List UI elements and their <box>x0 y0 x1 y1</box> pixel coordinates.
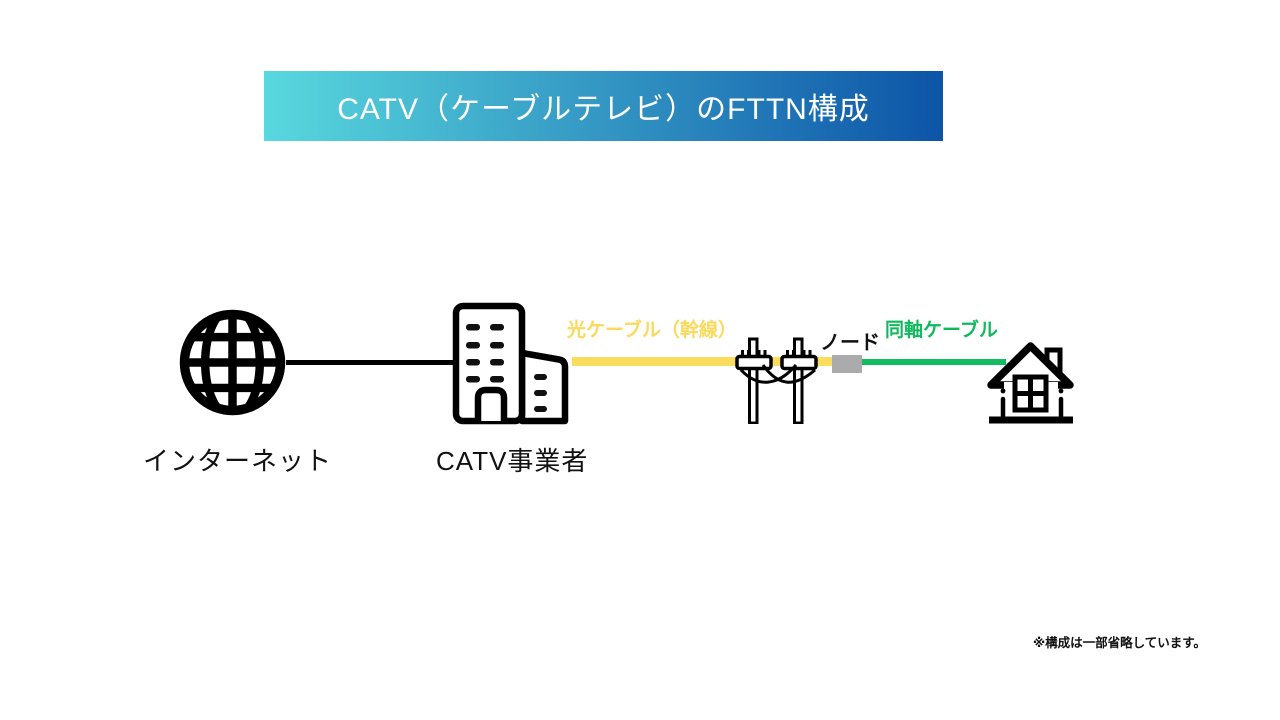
building-icon <box>452 302 569 425</box>
page-title: CATV（ケーブルテレビ）のFTTN構成 <box>337 93 870 126</box>
node-box <box>832 355 862 373</box>
optical-cable-label: 光ケーブル（幹線） <box>567 320 737 341</box>
optical-cable-line <box>572 357 834 366</box>
coaxial-cable-label: 同軸ケーブル <box>885 320 998 341</box>
backbone-line <box>286 360 458 365</box>
globe-icon <box>179 309 286 416</box>
node-label: ノード <box>820 332 880 354</box>
catv-operator-label: CATV事業者 <box>436 446 589 476</box>
internet-label: インターネット <box>143 446 333 476</box>
title-banner: CATV（ケーブルテレビ）のFTTN構成 <box>264 71 943 141</box>
coaxial-cable-line <box>860 359 1006 365</box>
utility-poles-icon <box>735 337 818 424</box>
footnote: ※構成は一部省略しています。 <box>1032 636 1206 650</box>
house-icon <box>987 342 1074 424</box>
